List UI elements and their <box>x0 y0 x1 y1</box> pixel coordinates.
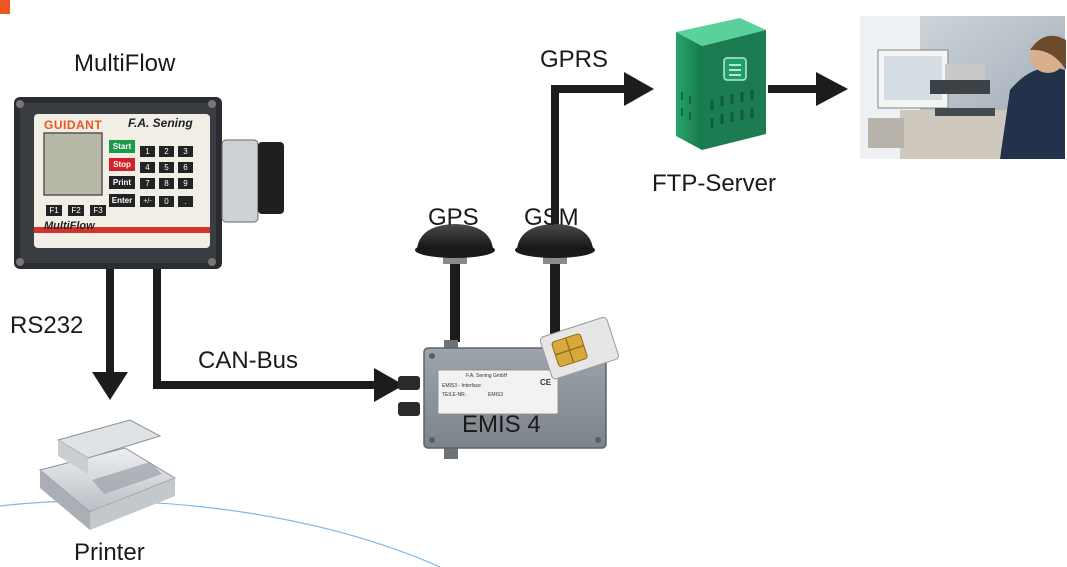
digit-key: . <box>178 196 193 207</box>
sim-card <box>539 316 619 380</box>
lcd-screen <box>43 132 103 196</box>
start-key: Start <box>109 140 135 153</box>
device-model: MultiFlow <box>44 220 95 232</box>
digit-key: 8 <box>159 178 174 189</box>
digit-key: 6 <box>178 162 193 173</box>
digit-key: 5 <box>159 162 174 173</box>
ftp-server-label: FTP-Server <box>652 170 777 197</box>
f1-key: F1 <box>46 205 62 216</box>
ftp-server <box>676 18 766 150</box>
digit-key: 3 <box>178 146 193 157</box>
emis-plate-maker: F.A. Sening GmbH <box>466 373 508 379</box>
device-maker: F.A. Sening <box>128 116 193 130</box>
emis-plate-ce: CE <box>540 378 552 387</box>
digit-key: 1 <box>140 146 155 157</box>
digit-key: 7 <box>140 178 155 189</box>
can-bus-arrowhead <box>374 368 404 402</box>
can-bus-label: CAN-Bus <box>198 347 299 374</box>
printer-label: Printer <box>74 539 145 566</box>
device-brand: GUIDANT <box>44 118 103 132</box>
gprs-arrow <box>551 85 628 225</box>
print-key: Print <box>109 176 135 189</box>
digit-key: 0 <box>159 196 174 207</box>
rs232-label: RS232 <box>10 312 84 339</box>
gsm-label: GSM <box>524 204 579 231</box>
f2-key: F2 <box>68 205 84 216</box>
emis-label-plate <box>437 369 559 415</box>
gsm-antenna <box>515 224 595 342</box>
can-bus-arrow <box>153 268 380 389</box>
gprs-label: GPRS <box>540 46 609 73</box>
enter-key: Enter <box>109 194 135 207</box>
digit-key: 4 <box>140 162 155 173</box>
ftp-office-arrowhead <box>816 72 848 106</box>
gprs-arrowhead <box>624 72 654 106</box>
digit-key: 2 <box>159 146 174 157</box>
arrows <box>92 72 848 402</box>
multiflow-label: MultiFlow <box>74 50 176 77</box>
emis-box <box>398 316 619 459</box>
digit-key: +/- <box>140 196 155 207</box>
decorative-curve <box>0 500 441 567</box>
stop-key: Stop <box>109 158 135 171</box>
gps-antenna <box>415 224 495 342</box>
emis-plate-line2: TEILE-NR. <box>442 392 467 398</box>
emis-plate-line3: EMIS3 <box>488 392 504 398</box>
office-photo <box>860 16 1066 159</box>
rs232-arrowhead <box>92 372 128 400</box>
f3-key: F3 <box>90 205 106 216</box>
digit-key: 9 <box>178 178 193 189</box>
gps-label: GPS <box>428 204 479 231</box>
corner-accent <box>0 0 10 14</box>
emis-label: EMIS 4 <box>462 411 541 438</box>
emis-plate-line1: EMIS3 - Interface <box>442 383 481 389</box>
printer-device <box>38 419 177 530</box>
